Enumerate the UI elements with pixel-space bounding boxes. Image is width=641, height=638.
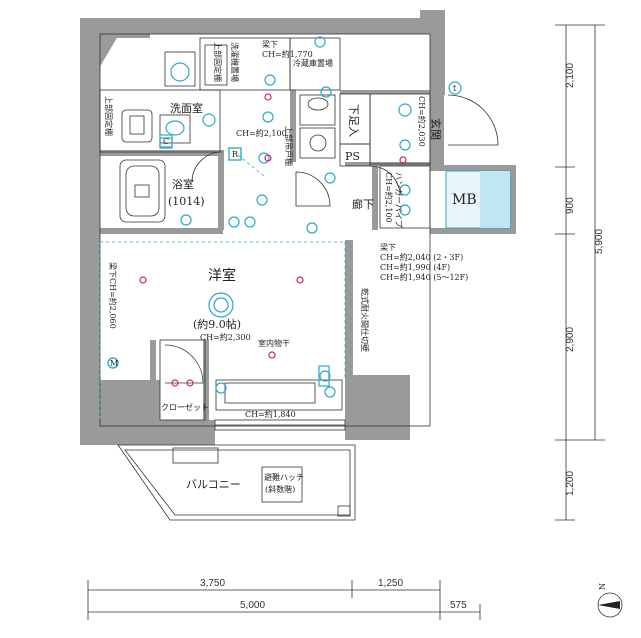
indoor-drying-label: 室内物干 — [258, 338, 290, 348]
electrical-symbols — [99, 36, 462, 420]
ch-window-note: CH=約1,840 — [245, 409, 296, 419]
washer-label: 洗濯機置場 — [230, 42, 240, 82]
western-room-label: 洋室 — [208, 267, 236, 284]
dry-wall-label: 乾式耐火間仕切壁 — [360, 288, 370, 352]
upper-cabinet-label: 上部吊戸棚 — [284, 126, 294, 166]
ch-floor-1: CH=約2,040 (2・3F) — [380, 252, 463, 262]
closet-label: クローゼット — [161, 402, 209, 412]
western-size-label: (約9.0帖) — [193, 317, 241, 331]
ceiling-notes: 梁下 CH=約1,770 CH=約2,100 CH=約1,840 梁下 CH=約… — [108, 40, 468, 419]
room-labels: 洗面室 浴室 (1014) 洋室 (約9.0帖) CH=約2,300 室内物干 … — [104, 42, 477, 494]
hatch-sub-label: (斜数階) — [265, 484, 295, 494]
north-arrow: N — [597, 583, 623, 618]
bathroom-label: 浴室 — [172, 177, 194, 191]
north-label: N — [598, 583, 607, 590]
sockets — [139, 93, 407, 387]
dim-bottom-1: 3,750 — [200, 578, 225, 589]
t-symbol: t — [453, 84, 457, 93]
ch-floor-2: CH=約1,990 (4F) — [380, 262, 450, 272]
bath-size-label: (1014) — [168, 195, 205, 208]
letter-symbols: C R M t — [107, 84, 457, 369]
north-arrow-icon — [598, 601, 620, 609]
m-symbol: M — [110, 359, 118, 368]
room-outlines — [99, 33, 431, 431]
mb-box — [445, 170, 511, 229]
dim-right-3: 2,900 — [565, 327, 576, 352]
dim-right-4: 1,200 — [565, 471, 576, 496]
beam-left-note: 梁下CH=約2,060 — [108, 262, 118, 329]
shoe-box-label: 下足入 — [347, 104, 360, 137]
fixed-shelf-left-label: 上部固定棚 — [104, 96, 114, 136]
ch-corridor-note: CH=約2,100 — [384, 172, 394, 223]
fixed-shelf-top-label: 上部固定棚 — [213, 42, 223, 82]
entrance-label: 玄関 — [429, 118, 443, 140]
dim-bottom-2: 1,250 — [378, 578, 403, 589]
dimension-labels: 2,100 900 2,900 1,200 5,900 3,750 1,250 … — [200, 63, 605, 611]
corridor-label: 廊下 — [352, 197, 374, 211]
western-ch-label: CH=約2,300 — [200, 332, 251, 342]
balcony-outline — [117, 444, 356, 521]
dim-bottom-extra: 575 — [450, 600, 467, 611]
dim-bottom-total: 5,000 — [240, 600, 265, 611]
ch-entrance-note: CH=約2,030 — [417, 96, 427, 147]
dim-right-1: 2,100 — [565, 63, 576, 88]
beam-right-note: 梁下 — [380, 243, 396, 252]
dim-right-total: 5,900 — [594, 229, 605, 254]
washroom-label: 洗面室 — [170, 101, 203, 115]
ch-top-note: CH=約1,770 — [262, 49, 313, 59]
ch-wash-note: CH=約2,100 — [236, 128, 287, 138]
hanger-pipe-label: ハンガーパイプ — [394, 172, 404, 228]
dimension-lines — [87, 24, 605, 620]
dim-right-2: 900 — [565, 197, 576, 214]
ps-label: PS — [345, 150, 360, 163]
beam-top-note: 梁下 — [262, 40, 278, 49]
fixtures — [119, 44, 336, 404]
ch-floor-3: CH=約1,940 (5～12F) — [380, 272, 468, 282]
r-symbol: R — [232, 150, 239, 159]
mb-label: MB — [452, 192, 477, 208]
fridge-label: 冷蔵庫置場 — [293, 58, 333, 68]
hatch-label: 避難ハッチ — [264, 472, 304, 482]
exterior-walls — [80, 10, 516, 445]
c-symbol: C — [163, 137, 169, 146]
balcony-label: バルコニー — [186, 478, 241, 491]
